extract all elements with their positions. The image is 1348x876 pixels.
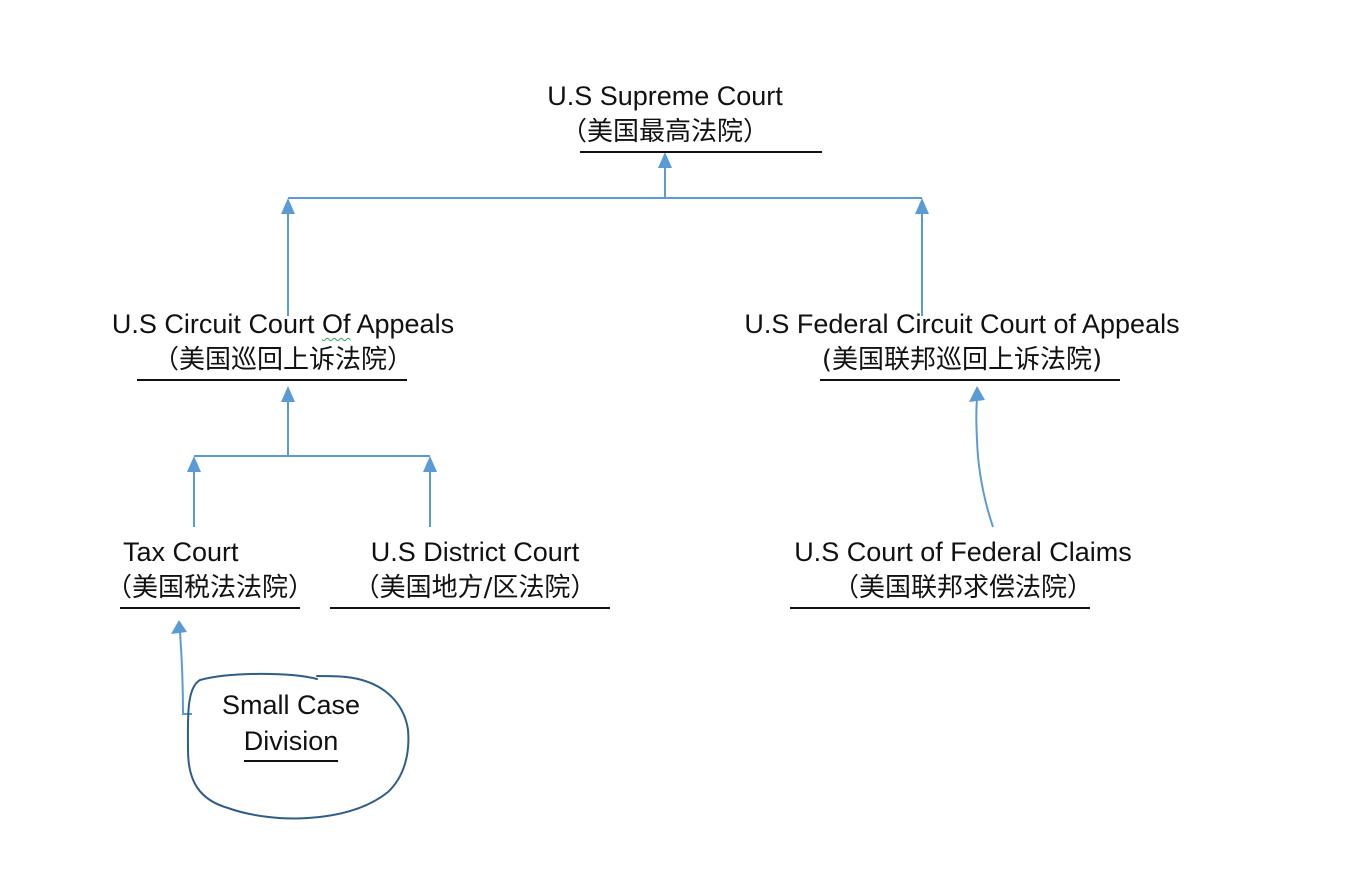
- federal-circuit-title: U.S Federal Circuit Court of Appeals: [744, 309, 1180, 339]
- federal-claims-title: U.S Court of Federal Claims: [794, 537, 1132, 567]
- tax-court-underline: [120, 607, 300, 609]
- small-case-line1: Small Case: [221, 690, 361, 720]
- district-court-chinese: （美国地方/区法院）: [353, 572, 597, 603]
- node-tax-court: Tax Court （美国税法法院）: [95, 536, 325, 604]
- node-federal-circuit-court: U.S Federal Circuit Court of Appeals (美国…: [690, 308, 1234, 376]
- supreme-court-title: U.S Supreme Court: [547, 81, 783, 111]
- circuit-court-title-start: U.S Circuit Court: [111, 309, 322, 339]
- tax-court-title: Tax Court: [123, 537, 239, 567]
- federal-claims-chinese: （美国联邦求偿法院）: [832, 572, 1093, 603]
- arrowhead-to-federal-circuit: [969, 386, 985, 402]
- district-court-title: U.S District Court: [370, 537, 580, 567]
- arrowhead-to-tax: [171, 620, 187, 634]
- federal-claims-underline: [790, 607, 1090, 609]
- node-small-case-division: Small Case Division: [196, 688, 386, 763]
- node-federal-claims-court: U.S Court of Federal Claims （美国联邦求偿法院）: [760, 536, 1166, 604]
- arrowhead-district-branch: [423, 456, 437, 472]
- arrowhead-to-supreme: [658, 152, 672, 168]
- small-case-arrow-line: [179, 631, 192, 715]
- arrowhead-circuit-branch: [281, 198, 295, 214]
- circuit-court-chinese: （美国巡回上诉法院）: [152, 344, 413, 375]
- circuit-court-title: U.S Circuit Court Of Appeals: [70, 308, 496, 342]
- arrowhead-tax-branch: [187, 456, 201, 472]
- small-case-line2: Division: [243, 724, 339, 763]
- node-supreme-court: U.S Supreme Court （美国最高法院）: [540, 80, 790, 148]
- circuit-court-underline: [137, 379, 407, 381]
- supreme-court-underline: [580, 151, 822, 153]
- small-case-circle: [186, 672, 410, 820]
- circuit-bracket: [193, 402, 431, 527]
- arrowhead-federal-branch: [915, 198, 929, 214]
- node-district-court: U.S District Court （美国地方/区法院）: [330, 536, 620, 604]
- claims-arrow-line: [975, 399, 994, 528]
- node-circuit-court: U.S Circuit Court Of Appeals （美国巡回上诉法院）: [70, 308, 496, 376]
- federal-circuit-chinese: (美国联邦巡回上诉法院): [821, 344, 1103, 375]
- circuit-court-title-end: Appeals: [350, 309, 455, 339]
- federal-circuit-underline: [820, 379, 1120, 381]
- arrowhead-to-circuit: [281, 386, 295, 402]
- tax-court-chinese: （美国税法法院）: [105, 572, 314, 603]
- supreme-bracket: [287, 168, 923, 316]
- supreme-court-chinese: （美国最高法院）: [560, 116, 769, 147]
- district-court-underline: [330, 607, 610, 609]
- spellcheck-flag: Of: [321, 309, 351, 339]
